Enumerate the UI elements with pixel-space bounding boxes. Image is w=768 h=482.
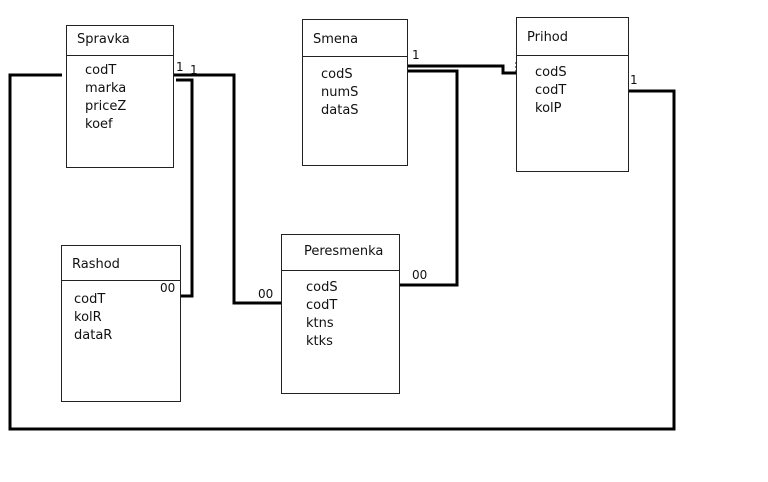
- field-list: codT kolR dataR: [62, 281, 180, 345]
- cardinality-label: 00: [160, 281, 176, 295]
- table-prihod[interactable]: Prihod codS codT kolP: [516, 17, 629, 172]
- field-ktns: ktns: [306, 316, 334, 331]
- table-spravka[interactable]: Spravka codT marka priceZ koef: [66, 25, 174, 168]
- field-codS: codS: [321, 67, 353, 82]
- table-title: Prihod: [517, 18, 628, 56]
- field-codT: codT: [306, 298, 338, 313]
- link-smena-prihod-codS: [384, 64, 523, 75]
- cardinality-label: 1: [630, 73, 638, 87]
- field-numS: numS: [321, 85, 359, 100]
- field-priceZ: priceZ: [85, 99, 127, 114]
- table-title: Spravka: [67, 26, 173, 56]
- table-smena[interactable]: Smena codS numS dataS: [302, 19, 408, 166]
- cardinality-label: 00: [258, 287, 274, 301]
- field-list: codT marka priceZ koef: [67, 56, 173, 134]
- table-title: Smena: [303, 20, 407, 57]
- table-title: Rashod: [62, 246, 180, 281]
- field-codT: codT: [85, 63, 117, 78]
- table-title: Peresmenka: [282, 235, 399, 271]
- field-codS: codS: [535, 65, 567, 80]
- cardinality-label: 1: [412, 48, 420, 62]
- field-codT: codT: [535, 83, 567, 98]
- field-list: codS codT ktns ktks: [282, 271, 399, 351]
- field-dataS: dataS: [321, 103, 359, 118]
- field-koef: koef: [85, 117, 113, 132]
- field-dataR: dataR: [74, 328, 113, 343]
- table-rashod[interactable]: Rashod codT kolR dataR: [61, 245, 181, 402]
- cardinality-label: 00: [412, 268, 428, 282]
- link-spravka-peresmenka-codT: [176, 73, 303, 305]
- table-peresmenka[interactable]: Peresmenka codS codT ktns ktks: [281, 234, 400, 394]
- cardinality-label: 1: [190, 63, 198, 77]
- field-ktks: ktks: [306, 334, 333, 349]
- field-codT: codT: [74, 292, 106, 307]
- link-smena-peresmenka-codS: [364, 69, 459, 287]
- field-codS: codS: [306, 280, 338, 295]
- field-kolP: kolP: [535, 101, 562, 116]
- link-spravka-prihod-codT: [8, 73, 676, 431]
- cardinality-label: 1: [176, 60, 184, 74]
- field-kolR: kolR: [74, 310, 102, 325]
- field-list: codS numS dataS: [303, 57, 407, 120]
- field-list: codS codT kolP: [517, 56, 628, 118]
- field-marka: marka: [85, 81, 127, 96]
